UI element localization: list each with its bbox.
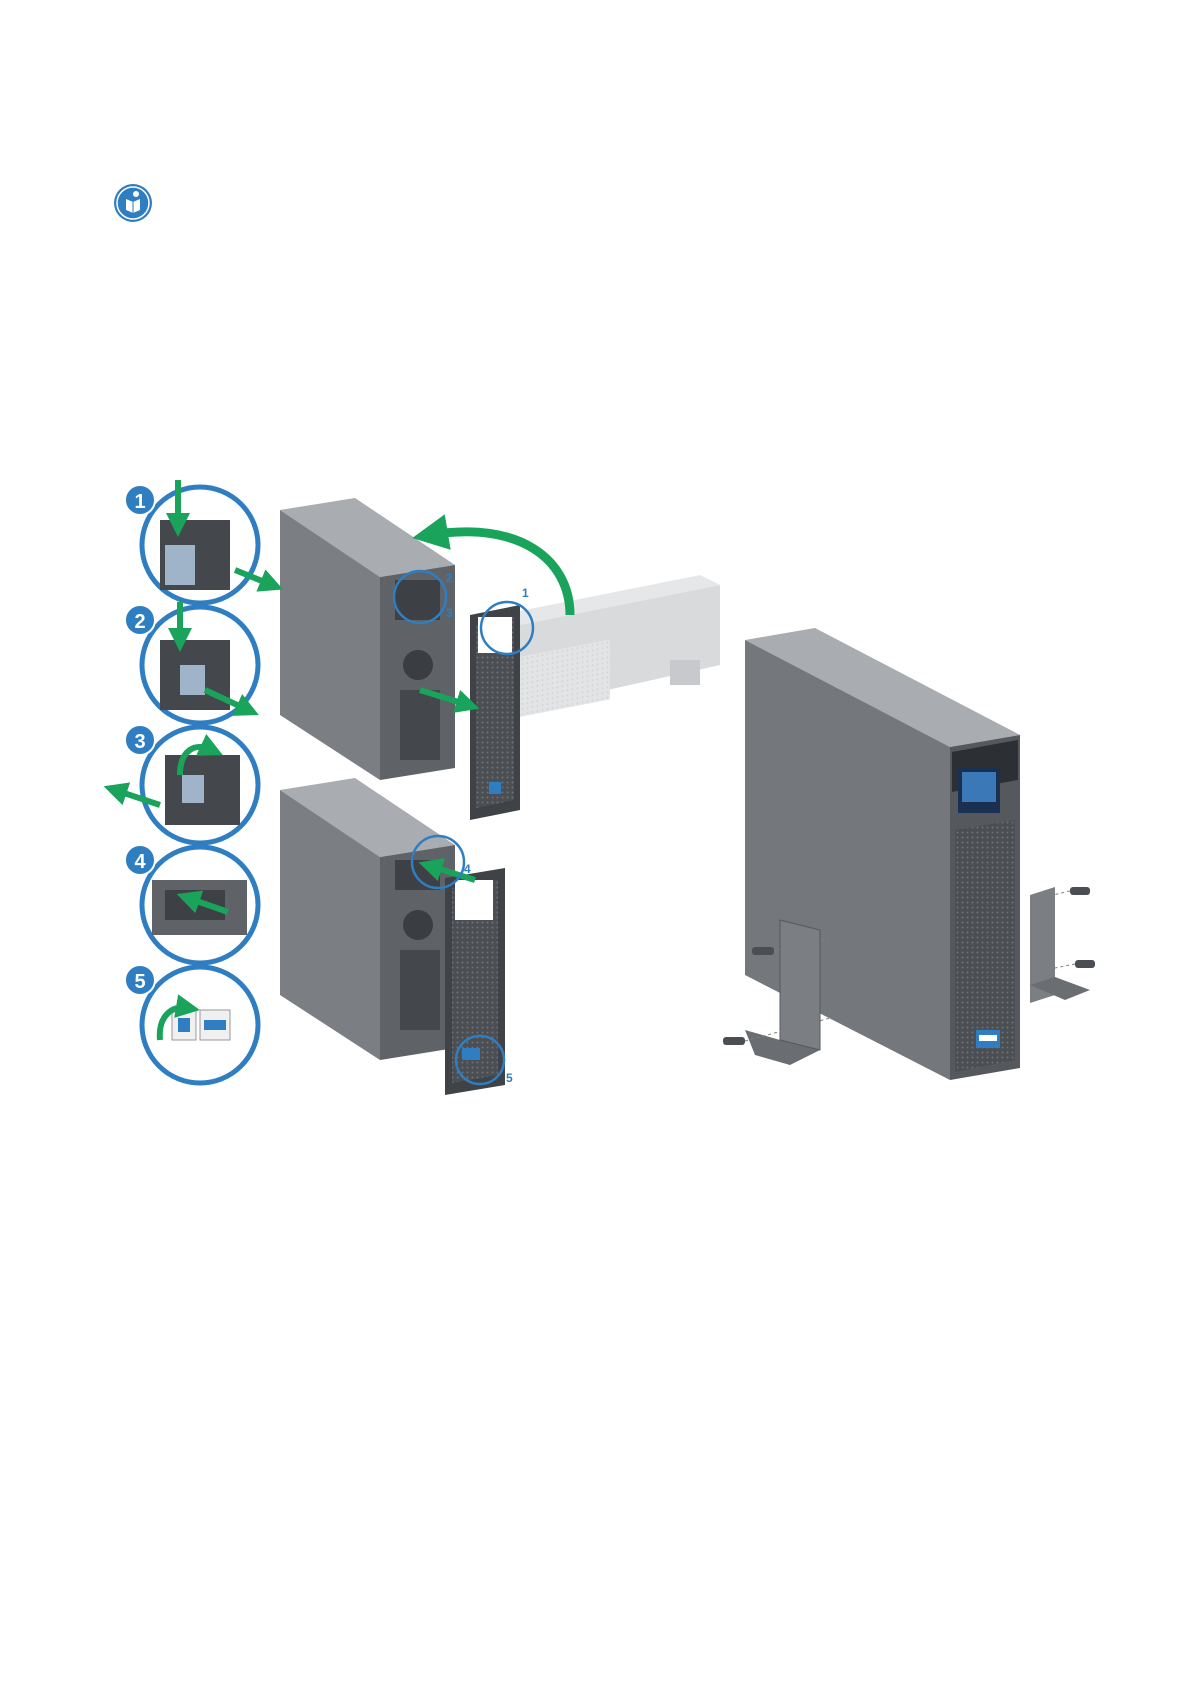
step-detail-2	[142, 602, 258, 723]
callout-label-4: 4	[464, 862, 471, 876]
step-detail-1	[142, 480, 272, 603]
step-badge-5: 5	[125, 965, 155, 995]
svg-text:5: 5	[134, 971, 145, 993]
callout-label-5: 5	[506, 1071, 513, 1085]
callout-label-2: 2	[446, 571, 453, 585]
step-badge-2: 2	[125, 605, 155, 635]
step-badge-4: 4	[125, 845, 155, 875]
front-bezel-bottom	[445, 868, 505, 1095]
front-bezel-top	[470, 605, 520, 820]
step-badge-3: 3	[125, 725, 155, 755]
callout-label-1: 1	[522, 586, 529, 600]
stabilizer-foot-right	[1030, 887, 1090, 1003]
tower-ups-bottom	[280, 778, 455, 1060]
svg-text:3: 3	[134, 731, 145, 753]
svg-text:1: 1	[134, 491, 145, 513]
tower-ups-top	[280, 498, 455, 780]
svg-text:4: 4	[134, 851, 146, 873]
step-detail-5	[142, 967, 258, 1083]
step-badge-1: 1	[125, 485, 155, 515]
callout-label-3: 3	[446, 606, 453, 620]
svg-text:2: 2	[134, 611, 145, 633]
step-detail-4	[142, 847, 258, 963]
